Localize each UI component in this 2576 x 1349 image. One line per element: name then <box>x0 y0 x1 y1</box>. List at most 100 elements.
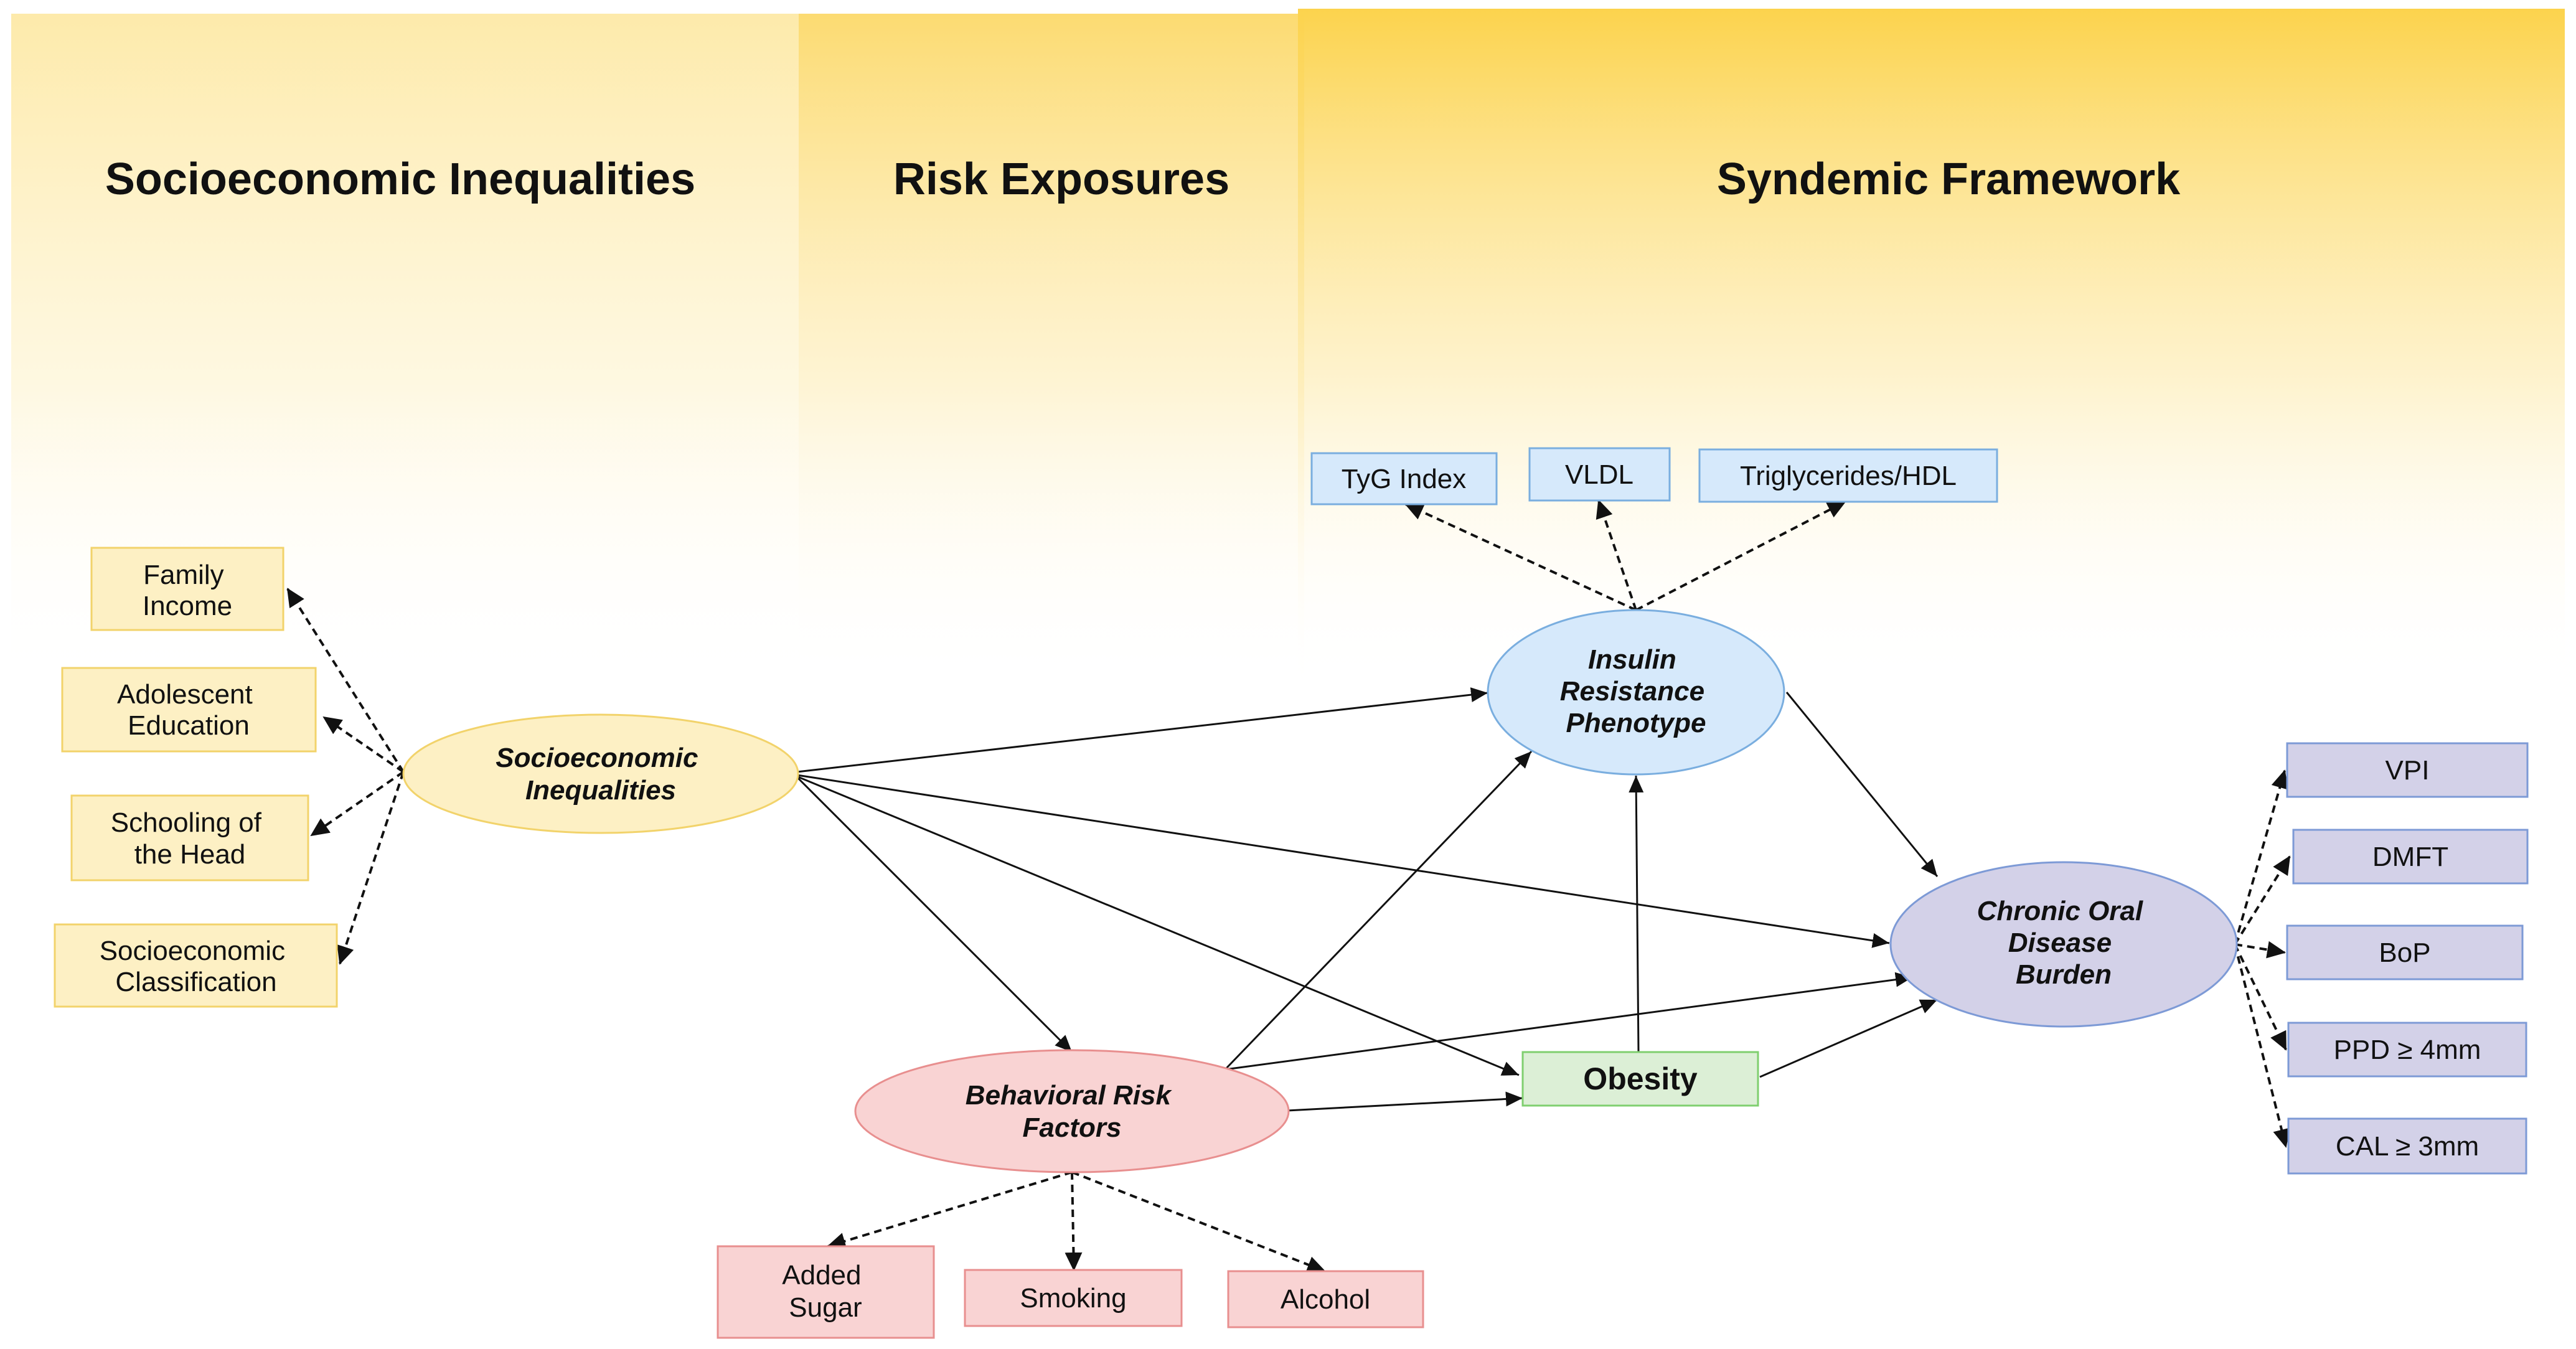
added-sugar-box <box>717 1245 935 1339</box>
path-behavioral-to-oral <box>1225 972 1913 1071</box>
svg-text:Family Income: Family Income <box>143 560 232 621</box>
path-obesity-to-insulin <box>1629 775 1644 1053</box>
latent-socioeconomic-label-line1: Socioeconomic <box>496 743 698 773</box>
cal-label: CAL ≥ 3mm <box>2336 1131 2479 1162</box>
path-behavioral-to-insulin <box>1224 750 1533 1071</box>
vpi-label: VPI <box>2386 755 2430 786</box>
path-behavioral-to-obesity <box>1287 1091 1523 1112</box>
latent-insulin-label-line2: Resistance <box>1560 676 1704 707</box>
observed-obesity: Obesity <box>1521 1051 1759 1107</box>
svg-text:Socioeconomic Classifica: Socioeconomic Classification <box>100 936 293 997</box>
latent-insulin-label-line1: Insulin <box>1588 644 1676 675</box>
vldl-box <box>1528 447 1671 502</box>
added-sugar-line2: Sugar <box>789 1292 862 1323</box>
alcohol-label: Alcohol <box>1281 1284 1370 1315</box>
svg-text:Insulin Resistance: Insulin Resistance Phenotype <box>1560 644 1713 738</box>
latent-insulin-resistance-phenotype: Insulin Resistance Phenotype <box>1487 609 1785 776</box>
obesity-label: Obesity <box>1583 1061 1698 1096</box>
obesity-box <box>1521 1051 1759 1107</box>
loading-socio-schooling-head <box>310 771 405 837</box>
loading-socio-classification <box>337 771 405 965</box>
vldl-label: VLDL <box>1565 459 1634 490</box>
schooling-head-box <box>70 794 309 881</box>
loading-behav-alcohol <box>1071 1171 1326 1273</box>
smoking-box <box>964 1269 1183 1327</box>
loading-socio-adolescent-education <box>322 716 405 773</box>
ppd-label: PPD ≥ 4mm <box>2334 1035 2481 1065</box>
schooling-head-line1: Schooling of <box>111 807 262 838</box>
indicator-ppd: PPD ≥ 4mm <box>2287 1022 2527 1078</box>
svg-text:Chronic Oral Disease: Chronic Oral Disease Burden <box>1977 896 2151 990</box>
latent-oral-ellipse <box>1889 861 2238 1028</box>
indicator-bop: BoP <box>2286 924 2524 980</box>
added-sugar-line1: Added <box>782 1260 861 1290</box>
path-socio-to-obesity <box>797 776 1520 1076</box>
loading-oral-vpi <box>2234 769 2288 945</box>
path-socio-to-insulin <box>796 687 1488 773</box>
loading-oral-ppd <box>2234 944 2287 1051</box>
tyg-index-label: TyG Index <box>1342 464 1467 494</box>
socio-classification-line1: Socioeconomic <box>100 936 285 966</box>
svg-text:Added Sugar: Added Sugar <box>782 1260 868 1323</box>
panel-risk-exposures <box>799 14 1304 686</box>
loading-insulin-vldl <box>1596 499 1637 611</box>
dmft-box <box>2292 829 2529 885</box>
loading-insulin-tg-hdl <box>1635 501 1846 611</box>
latent-behavioral-ellipse <box>854 1049 1290 1173</box>
path-socio-to-behavioral <box>797 777 1073 1053</box>
indicator-dmft: DMFT <box>2292 829 2529 885</box>
family-income-line2: Income <box>143 591 232 621</box>
socio-classification-line2: Classification <box>115 967 276 997</box>
ppd-box <box>2287 1022 2527 1078</box>
panel-title-syndemic: Syndemic Framework <box>1717 154 2181 204</box>
loading-oral-cal <box>2234 944 2290 1148</box>
bop-label: BoP <box>2379 938 2430 968</box>
svg-text:Socioeconomic Inequaliti: Socioeconomic Inequalities <box>496 743 705 806</box>
indicator-schooling-of-the-head: Schooling of the Head <box>70 794 309 881</box>
measurement-paths <box>286 499 2291 1273</box>
latent-chronic-oral-disease-burden: Chronic Oral Disease Burden <box>1889 861 2238 1028</box>
tyg-index-box <box>1310 452 1498 505</box>
indicator-added-sugar: Added Sugar <box>717 1245 935 1339</box>
adolescent-education-box <box>61 667 317 753</box>
indicator-socioeconomic-classification: Socioeconomic Classification <box>54 923 338 1008</box>
alcohol-box <box>1227 1270 1424 1328</box>
family-income-line1: Family <box>143 560 224 590</box>
panel-title-risk-exposures: Risk Exposures <box>893 154 1229 204</box>
loading-behav-added-sugar <box>827 1171 1073 1250</box>
latent-oral-label-line2: Disease <box>2008 928 2112 958</box>
latent-behavioral-label-line1: Behavioral Risk <box>966 1080 1173 1111</box>
tg-hdl-box <box>1698 448 1998 503</box>
indicator-triglycerides-hdl: Triglycerides/HDL <box>1698 448 1998 503</box>
indicator-cal: CAL ≥ 3mm <box>2287 1117 2527 1175</box>
adolescent-education-line2: Education <box>128 710 250 741</box>
svg-text:Adolescent Education: Adolescent Education <box>117 679 260 741</box>
indicator-tyg-index: TyG Index <box>1310 452 1498 505</box>
loading-behav-smoking <box>1065 1172 1083 1271</box>
loading-oral-bop <box>2234 941 2286 959</box>
path-insulin-to-oral <box>1785 692 1939 877</box>
indicator-smoking: Smoking <box>964 1269 1183 1327</box>
indicator-adolescent-education: Adolescent Education <box>61 667 317 753</box>
dmft-label: DMFT <box>2372 842 2448 872</box>
adolescent-education-line1: Adolescent <box>117 679 253 710</box>
loading-socio-family-income <box>286 588 405 773</box>
latent-socioeconomic-inequalities: Socioeconomic Inequalities <box>402 713 799 834</box>
latent-socioeconomic-ellipse <box>402 713 799 834</box>
socio-classification-box <box>54 923 338 1008</box>
latent-socioeconomic-label-line2: Inequalities <box>525 775 676 806</box>
latent-insulin-ellipse <box>1487 609 1785 776</box>
path-socio-to-oral <box>796 774 1890 948</box>
panel-syndemic <box>1298 9 2565 686</box>
family-income-box <box>90 547 284 631</box>
bop-box <box>2286 924 2524 980</box>
latent-behavioral-risk-factors: Behavioral Risk Factors <box>854 1049 1290 1173</box>
structural-paths <box>796 687 1939 1112</box>
path-obesity-to-oral <box>1759 999 1938 1078</box>
svg-text:Behavioral Risk Factors: Behavioral Risk Factors <box>966 1080 1178 1143</box>
latent-oral-label-line3: Burden <box>2016 959 2112 990</box>
schooling-head-line2: the Head <box>134 839 246 870</box>
tg-hdl-label: Triglycerides/HDL <box>1740 461 1957 491</box>
loading-oral-dmft <box>2234 855 2291 946</box>
